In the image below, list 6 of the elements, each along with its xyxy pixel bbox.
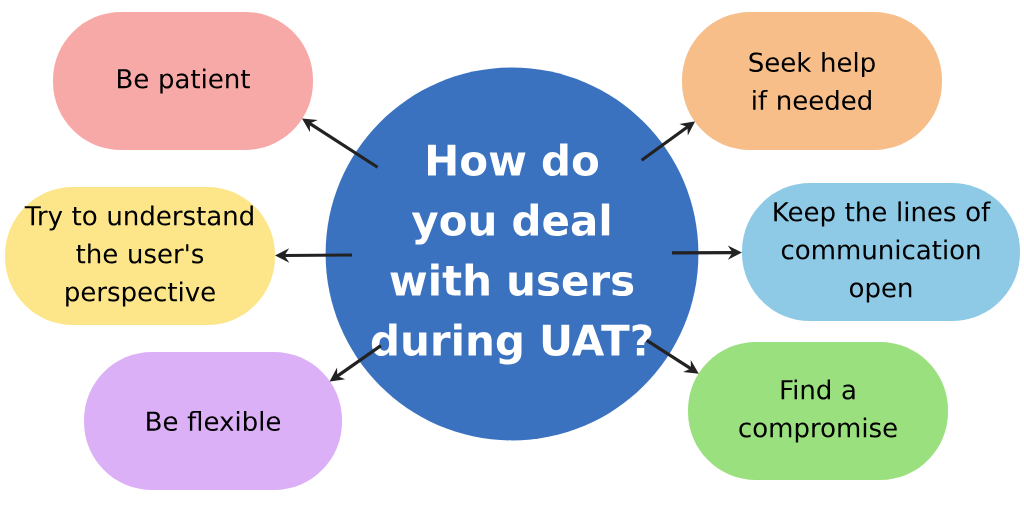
tip-pill: Keep the lines of communication open: [742, 183, 1020, 321]
tip-pill: Be patient: [53, 12, 313, 150]
tip-pill: Try to understand the user's perspective: [5, 187, 275, 325]
tip-pill: Seek help if needed: [682, 12, 942, 150]
tip-pill: Find a compromise: [688, 342, 948, 480]
tip-pill: Be flexible: [84, 352, 342, 490]
